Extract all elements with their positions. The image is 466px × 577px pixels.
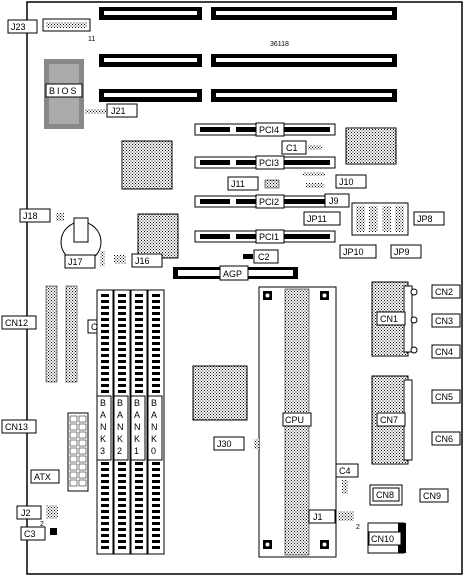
cn12-callout [1, 315, 37, 330]
super-io-chip [192, 365, 248, 421]
jp8-callout [413, 211, 445, 226]
j21-callout [106, 103, 138, 118]
cn6-callout [431, 431, 461, 446]
j2-pin-number: 2 [40, 521, 44, 528]
j17-label: J17 [68, 257, 83, 267]
j21-label: J21 [111, 106, 126, 116]
cn5-callout [431, 389, 461, 404]
j9-label: J9 [329, 196, 339, 206]
cn11-header [65, 285, 78, 383]
board-model-text: 36118 [270, 41, 289, 48]
jp10-callout [339, 244, 377, 259]
j11-callout [227, 176, 259, 191]
atx-callout [30, 469, 60, 484]
j16-callout [131, 253, 163, 268]
cn10-callout [368, 531, 402, 546]
cn3-label: CN3 [435, 316, 453, 326]
jp11-label: JP11 [307, 214, 327, 224]
jp9-label: JP9 [394, 247, 410, 257]
cn6-label: CN6 [435, 434, 453, 444]
pci2-callout [255, 194, 285, 209]
bios-label: BIOS [49, 86, 79, 96]
j17-callout [64, 254, 96, 269]
j1-pin-number: 2 [356, 524, 360, 531]
agp-callout [219, 265, 249, 281]
j11-label: J11 [231, 179, 245, 189]
j18-callout [19, 208, 51, 223]
isa-slots [99, 7, 397, 102]
atx-label: ATX [34, 472, 51, 482]
cn5-label: CN5 [435, 392, 453, 402]
cn7-callout [376, 412, 406, 427]
cn8-callout [372, 487, 400, 502]
jp11-callout [303, 211, 341, 226]
c2-callout [253, 249, 279, 264]
cn8-label: CN8 [376, 490, 394, 500]
j23-callout [7, 19, 38, 34]
j1-label: J1 [313, 512, 323, 522]
cn1-label: CN1 [380, 314, 398, 324]
cn7-label: CN7 [380, 415, 398, 425]
cn2-label: CN2 [435, 287, 453, 297]
cn1-callout [376, 311, 406, 326]
chipset-north [121, 140, 173, 190]
pci2-label: PCI2 [259, 197, 279, 207]
pci1-label: PCI1 [259, 232, 279, 242]
j10-label: J10 [339, 177, 354, 187]
agp-label: AGP [223, 269, 242, 279]
j30-callout [213, 436, 245, 451]
j23-label: J23 [11, 22, 26, 32]
cn9-callout [419, 488, 449, 503]
pci4-label: PCI4 [259, 125, 279, 135]
bios-callout [45, 83, 83, 98]
c4-label: C4 [339, 466, 351, 476]
c1-label: C1 [286, 143, 298, 153]
cn10-label: CN10 [371, 534, 394, 544]
c2-label: C2 [258, 252, 270, 262]
c1-callout [281, 140, 307, 155]
cpu-label: CPU [285, 415, 304, 425]
cn2-callout [431, 284, 461, 299]
j2-label: J2 [21, 508, 31, 518]
cn3-callout [431, 313, 461, 328]
chipset-south [137, 213, 179, 259]
j18-label: J18 [23, 211, 38, 221]
cn13-label: CN13 [5, 422, 28, 432]
c3-callout [20, 526, 46, 541]
cn9-label: CN9 [423, 491, 441, 501]
pci3-callout [255, 155, 285, 170]
jp9-callout [390, 244, 422, 259]
cpu-callout [282, 412, 312, 427]
j16-label: J16 [135, 256, 150, 266]
pci3-label: PCI3 [259, 158, 279, 168]
jp8-label: JP8 [417, 214, 433, 224]
jp10-label: JP10 [343, 247, 364, 257]
j1-callout [308, 509, 336, 524]
cn13-callout [1, 419, 37, 434]
pci1-callout [255, 229, 285, 244]
j2-callout [16, 505, 42, 520]
j9-callout [324, 193, 350, 208]
cn12-label: CN12 [5, 318, 28, 328]
cn4-label: CN4 [435, 347, 453, 357]
chipset-small [345, 127, 397, 165]
cn12-header [45, 285, 58, 383]
j10-callout [335, 174, 367, 189]
cn4-callout [431, 344, 461, 359]
j23-pin-number: 11 [88, 36, 95, 43]
pci4-callout [255, 122, 285, 137]
c4-callout [335, 463, 359, 478]
j30-label: J30 [217, 439, 232, 449]
c3-label: C3 [24, 529, 36, 539]
